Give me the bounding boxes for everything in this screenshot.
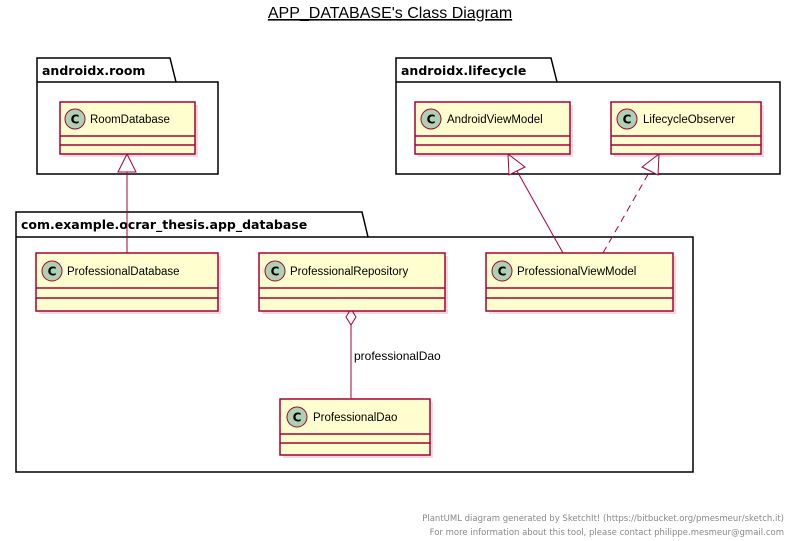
class-androidviewmodel: C AndroidViewModel	[414, 101, 573, 157]
class-badge-icon	[286, 406, 308, 428]
footer-line-2: For more information about this tool, pl…	[430, 528, 784, 538]
class-name-roomdatabase: RoomDatabase	[90, 114, 170, 126]
relation-label-professionaldao: professionalDao	[354, 349, 441, 363]
class-name-professionalrepository: ProfessionalRepository	[290, 266, 409, 278]
class-professionalrepository: C ProfessionalRepository	[258, 252, 448, 314]
class-badge-letter: C	[293, 411, 302, 425]
class-badge-icon	[64, 108, 86, 130]
class-badge-letter: C	[427, 113, 436, 127]
class-professionaldao: C ProfessionalDao	[279, 398, 433, 458]
class-box	[610, 101, 762, 155]
aggregation-diamond-icon	[345, 308, 357, 326]
class-box	[414, 101, 571, 155]
edge-professionalviewmodel-extends-androidviewmodel	[516, 170, 564, 254]
class-badge-icon	[616, 108, 638, 130]
footer-line-1: PlantUML diagram generated by SketchIt! …	[422, 514, 784, 524]
class-box	[485, 252, 674, 312]
class-box	[258, 252, 446, 312]
class-badge-letter: C	[623, 113, 632, 127]
relation-edges: professionalDao	[117, 152, 660, 399]
package-androidx-room-label: androidx.room	[42, 63, 145, 78]
package-androidx-lifecycle-label: androidx.lifecycle	[401, 63, 526, 78]
realization-arrowhead-icon	[641, 152, 660, 176]
class-name-professionaldao: ProfessionalDao	[313, 412, 397, 424]
package-app-database-label: com.example.ocrar_thesis.app_database	[21, 217, 307, 233]
class-badge-letter: C	[498, 265, 507, 279]
class-name-androidviewmodel: AndroidViewModel	[447, 114, 543, 126]
class-badge-icon	[491, 260, 513, 282]
class-professionaldatabase: C ProfessionalDatabase	[35, 252, 221, 314]
class-box	[35, 252, 219, 312]
class-professionalviewmodel: C ProfessionalViewModel	[485, 252, 676, 314]
class-name-lifecycleobserver: LifecycleObserver	[643, 114, 735, 126]
class-roomdatabase: C RoomDatabase	[59, 101, 198, 157]
class-badge-letter: C	[271, 265, 280, 279]
class-badge-icon	[41, 260, 63, 282]
inheritance-arrowhead-icon	[507, 152, 526, 176]
class-badge-letter: C	[71, 113, 80, 127]
class-badge-icon	[264, 260, 286, 282]
class-badge-letter: C	[48, 265, 57, 279]
diagram-title: APP_DATABASE's Class Diagram	[268, 5, 512, 22]
class-name-professionaldatabase: ProfessionalDatabase	[67, 266, 180, 278]
inheritance-arrowhead-icon	[117, 152, 137, 173]
edge-professionalviewmodel-implements-lifecycleobserver	[602, 170, 651, 254]
class-lifecycleobserver: C LifecycleObserver	[610, 101, 764, 157]
class-badge-icon	[420, 108, 442, 130]
class-box	[279, 398, 431, 456]
class-name-professionalviewmodel: ProfessionalViewModel	[517, 266, 636, 278]
